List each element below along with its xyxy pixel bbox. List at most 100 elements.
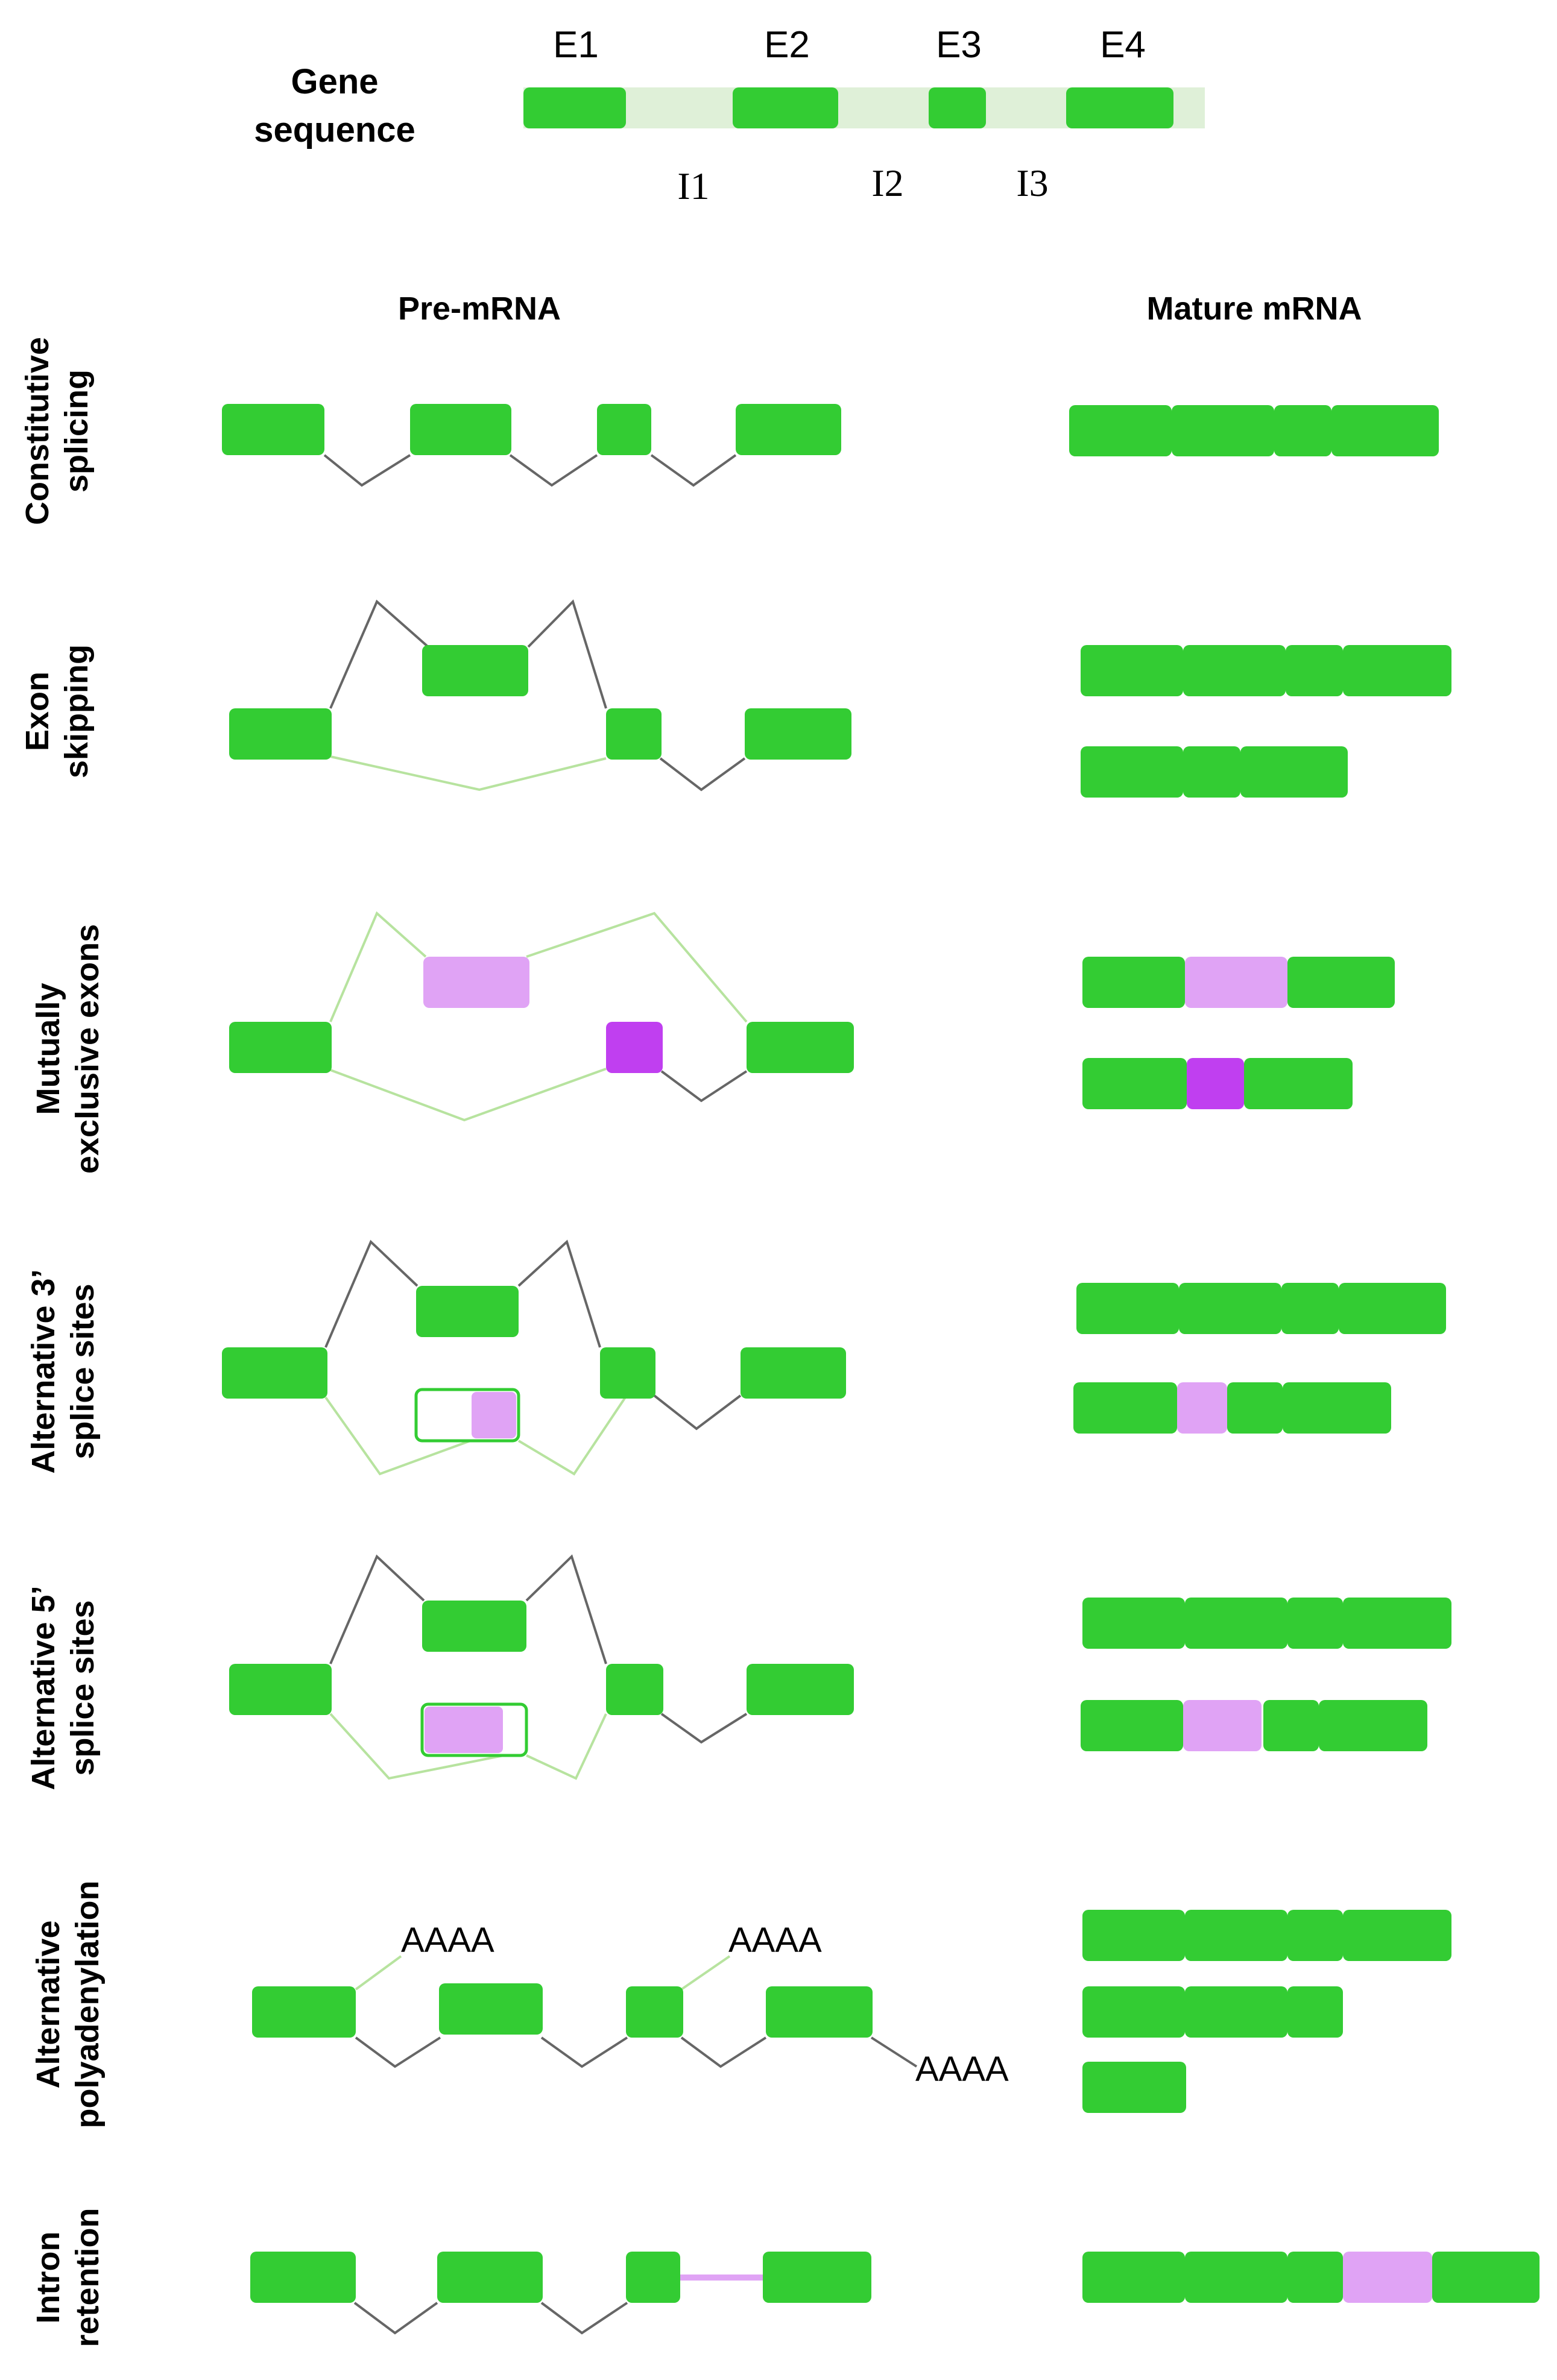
polya-site-2: AAAA <box>728 1921 822 1960</box>
pre-exon-e4 <box>741 1347 846 1399</box>
junction <box>660 1070 748 1103</box>
pre-exon-e1 <box>229 1022 332 1073</box>
pre-exon-e3 <box>626 1986 683 2038</box>
junction <box>525 1554 607 1664</box>
intron-label-i3: I3 <box>1016 162 1048 204</box>
polya-site-1: AAAA <box>401 1921 494 1960</box>
junction <box>659 757 746 792</box>
mature-alt-exon-b <box>1187 1058 1244 1109</box>
mature-exon-e1 <box>1082 2062 1186 2113</box>
mature-exon-e4 <box>1343 1598 1451 1649</box>
pre-alt-3prime-region <box>472 1392 516 1438</box>
row-label-alt-3prime-line1: Alternative 3’ <box>25 1269 62 1473</box>
mature-exon-e1 <box>1081 746 1183 798</box>
mature-exon-e1 <box>1069 405 1172 456</box>
polya-junction <box>355 1955 402 1991</box>
mature-alt-3prime-region <box>1177 1382 1227 1434</box>
gene-exon-e3 <box>929 87 986 128</box>
junction <box>323 454 411 487</box>
pre-exon-e4 <box>763 2252 871 2303</box>
exon-label-e4: E4 <box>1100 24 1146 66</box>
pre-exon-e2 <box>410 404 511 455</box>
alt-junction <box>329 911 427 1022</box>
alt-junction <box>526 911 748 1023</box>
mature-exon-e2 <box>1179 1283 1281 1334</box>
mature-exon-e3 <box>1183 746 1240 798</box>
junction <box>680 2036 767 2068</box>
junction <box>324 1239 418 1348</box>
mature-exon-e4 <box>1319 1700 1427 1751</box>
gene-label-line1: Gene <box>291 62 378 101</box>
gene-exon-e1 <box>523 87 626 128</box>
row-label-constitutive-line2: splicing <box>58 370 95 493</box>
mature-alt-5prime-region <box>1183 1700 1262 1751</box>
intron-label-i2: I2 <box>871 162 903 204</box>
mature-exon-e3 <box>1227 1382 1283 1434</box>
mature-exon-e1 <box>1081 645 1183 696</box>
mature-retained-intron <box>1343 2252 1432 2303</box>
row-label-mutually-exclusive-line2: exclusive exons <box>69 924 106 1174</box>
mature-exon-e3 <box>1274 405 1331 456</box>
pre-exon-e3 <box>626 2252 680 2303</box>
row-exon-skipping <box>229 599 1451 798</box>
junction <box>509 454 598 487</box>
mature-exon-e4 <box>1432 2252 1540 2303</box>
column-header-mature-mrna: Mature mRNA <box>1146 291 1362 327</box>
pre-alt-exon-a <box>423 957 529 1008</box>
row-label-intron-retention-line1: Intron <box>30 2232 66 2324</box>
row-label-alt-polya-line2: polyadenylation <box>69 1880 106 2128</box>
row-intron-retention <box>250 2252 1540 2335</box>
mature-exon-e2 <box>1172 405 1274 456</box>
mature-exon-e2 <box>1183 645 1286 696</box>
mature-exon-e1 <box>1073 1382 1177 1434</box>
alt-junction <box>324 1396 471 1476</box>
mature-exon-e1 <box>1076 1283 1179 1334</box>
alt-junction <box>329 1713 504 1780</box>
pre-exon-e2 <box>439 1983 543 2035</box>
mature-exon-e3 <box>1263 1700 1319 1751</box>
junction <box>650 454 737 487</box>
row-label-exon-skipping-line2: skipping <box>58 644 95 778</box>
mature-exon-e2 <box>1185 2252 1287 2303</box>
mature-exon-e2 <box>1185 1986 1287 2038</box>
pre-exon-e3 <box>597 404 651 455</box>
row-mutually-exclusive <box>229 911 1395 1122</box>
junction <box>540 2036 628 2068</box>
pre-exon-e1 <box>229 1664 332 1715</box>
pre-exon-e1 <box>252 1986 356 2038</box>
alt-junction <box>330 1068 607 1122</box>
mature-exon-e3 <box>1287 2252 1343 2303</box>
mature-exon-e2 <box>1185 1598 1287 1649</box>
alt-junction <box>526 1713 607 1780</box>
junction <box>517 1239 601 1348</box>
pre-exon-e4 <box>766 1986 873 2038</box>
mature-exon-e1 <box>1082 957 1185 1008</box>
row-alt-5prime <box>229 1554 1451 1780</box>
mature-exon-e1 <box>1082 1986 1185 2038</box>
row-constitutive <box>222 404 1439 487</box>
mature-exon-e4 <box>1287 957 1395 1008</box>
gene-sequence: Gene sequence E1 E2 E3 E4 I1 I2 I3 <box>254 24 1205 207</box>
junction <box>329 599 429 709</box>
pre-exon-e4 <box>736 404 841 455</box>
pre-exon-e3 <box>606 708 662 760</box>
row-label-alt-5prime-line1: Alternative 5’ <box>25 1585 62 1790</box>
polya-site-3: AAAA <box>915 2050 1009 2089</box>
junction <box>660 1713 748 1744</box>
gene-label-line2: sequence <box>254 110 415 150</box>
pre-exon-e1 <box>222 1347 327 1399</box>
mature-exon-e3 <box>1286 645 1343 696</box>
mature-exon-e4 <box>1331 405 1439 456</box>
mature-exon-e2 <box>1185 1910 1287 1961</box>
pre-exon-e3 <box>606 1664 663 1715</box>
pre-exon-e2 <box>422 1601 526 1652</box>
gene-exon-e4 <box>1066 87 1173 128</box>
column-header-pre-mrna: Pre-mRNA <box>398 291 561 327</box>
mature-alt-exon-a <box>1185 957 1287 1008</box>
pre-alt-5prime-region <box>425 1707 503 1753</box>
mature-exon-e1 <box>1082 2252 1185 2303</box>
junction <box>540 2302 628 2335</box>
junction <box>329 1554 425 1664</box>
pre-exon-e3 <box>600 1347 655 1399</box>
